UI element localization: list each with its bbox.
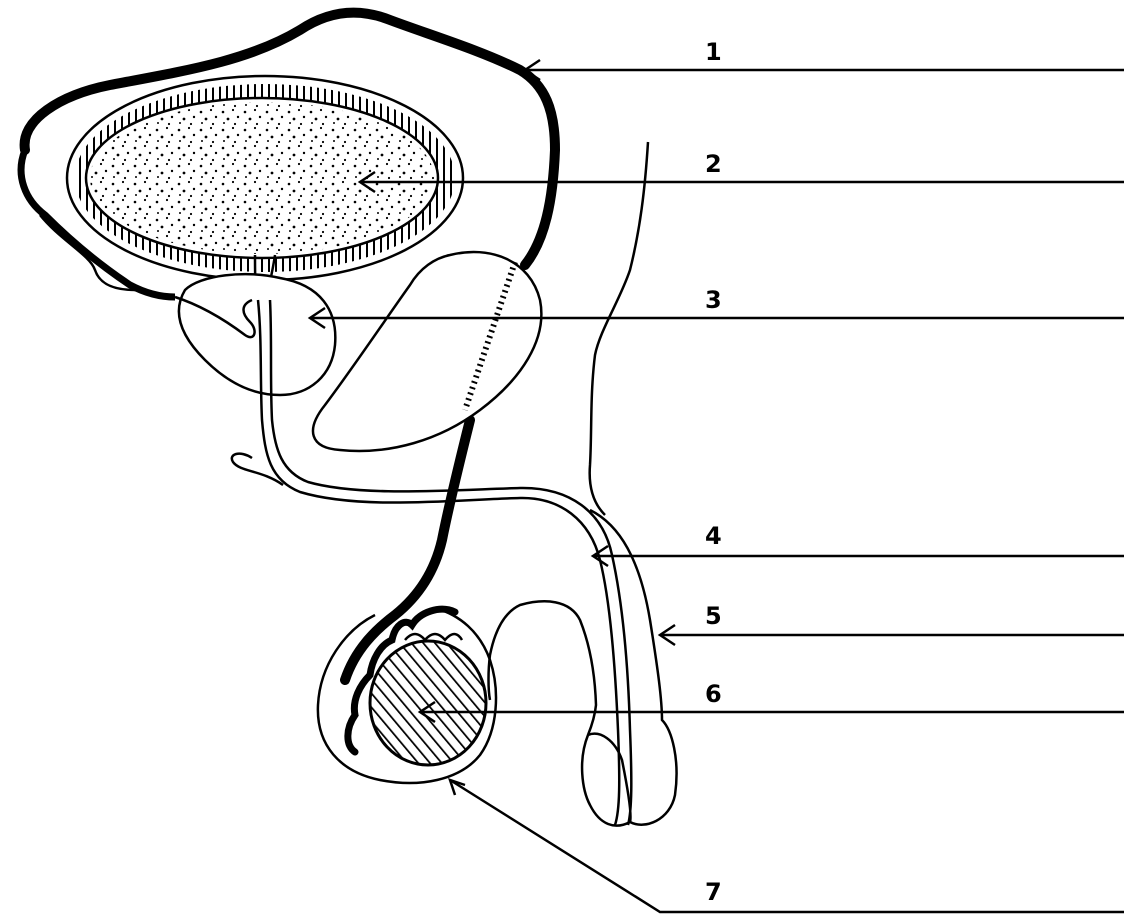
label-6: 6 [705, 680, 722, 708]
epididymis-coils [405, 634, 462, 640]
testis [370, 641, 486, 765]
outer-wall-lower [345, 420, 470, 680]
label-4: 4 [705, 522, 722, 550]
penis-shaft [489, 510, 677, 826]
label-2: 2 [705, 150, 722, 178]
label-5: 5 [705, 602, 722, 630]
label-7: 7 [705, 878, 722, 906]
label-1: 1 [705, 38, 722, 66]
bladder-urine-dots [90, 102, 434, 254]
bulbourethral-gland [232, 454, 283, 485]
glans-penis [588, 734, 631, 822]
label-3: 3 [705, 286, 722, 314]
prostate-gland [179, 274, 335, 395]
seminal-vesicle [313, 252, 541, 451]
body-outline-right [590, 142, 648, 515]
